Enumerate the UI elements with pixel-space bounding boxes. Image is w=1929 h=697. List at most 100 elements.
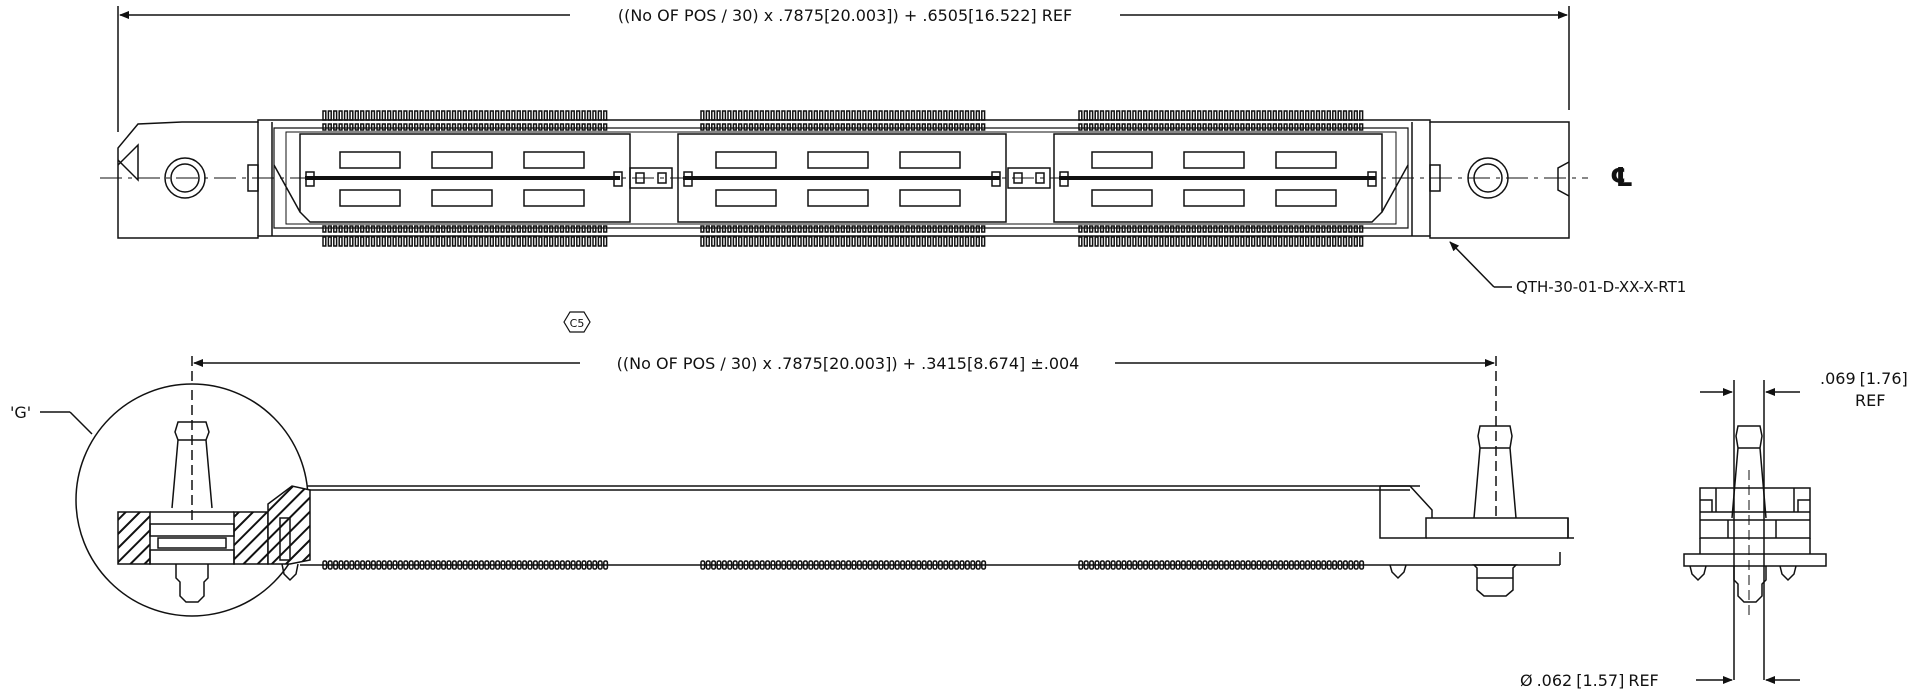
contact-pin <box>1105 236 1110 247</box>
part-number-leader <box>1449 241 1512 288</box>
contact-pin <box>932 236 937 247</box>
contact-pin <box>894 236 899 247</box>
contact-pin <box>1245 236 1250 247</box>
contact-pin <box>1234 225 1240 233</box>
contact-pin <box>451 225 457 233</box>
contact-pin <box>738 225 743 233</box>
contact-pin <box>840 110 845 121</box>
contact-pin <box>1213 123 1218 131</box>
contact-pin <box>1105 123 1110 131</box>
contact-pin <box>1202 123 1207 131</box>
contact-pin <box>1164 110 1169 121</box>
contact-pin <box>981 236 986 247</box>
contact-pin <box>862 225 867 233</box>
contact-pin <box>1180 225 1186 233</box>
contact-pin <box>1159 110 1164 121</box>
contact-pin <box>1256 236 1261 247</box>
contact-pin <box>765 236 770 247</box>
contact-pin <box>1207 110 1213 121</box>
contact-pin <box>862 123 867 131</box>
contact-pin <box>1348 123 1353 131</box>
contact-pin <box>403 123 408 131</box>
contact-pin <box>397 236 403 247</box>
contact-pin <box>905 236 910 247</box>
contact-pin <box>1224 225 1229 233</box>
contact-pin <box>959 236 964 247</box>
contact-pin <box>1078 110 1083 121</box>
contact-pin <box>592 123 597 131</box>
contact-pin <box>954 123 959 131</box>
contact-pin <box>813 110 818 121</box>
contact-pin <box>581 236 586 247</box>
contact-pin <box>1175 236 1180 247</box>
top-view <box>100 6 1588 247</box>
contact-pin <box>414 236 419 247</box>
part-number-label: QTH-30-01-D-XX-X-RT1 <box>1516 278 1686 296</box>
contact-pin <box>1186 123 1191 131</box>
contact-pin <box>900 236 905 247</box>
contact-pin <box>1332 110 1337 121</box>
contact-pin <box>802 236 808 247</box>
contact-pin <box>959 123 964 131</box>
contact-pin <box>1170 110 1175 121</box>
contact-pin <box>343 123 349 131</box>
contact-pin <box>1288 123 1294 131</box>
contact-pin <box>349 123 354 131</box>
contact-pin <box>792 236 797 247</box>
contact-pin <box>770 110 775 121</box>
contact-pin <box>576 225 581 233</box>
contact-pin <box>846 225 851 233</box>
side-view <box>191 356 1574 597</box>
contact-pin <box>1326 123 1331 131</box>
contact-pin <box>1137 236 1142 247</box>
contact-pin <box>446 123 451 131</box>
contact-pin <box>333 225 338 233</box>
contact-pin <box>1132 225 1137 233</box>
contact-pin <box>851 225 856 233</box>
contact-pin <box>408 123 413 131</box>
contact-pin <box>840 123 845 131</box>
contact-pin <box>484 236 489 247</box>
contact-pin <box>414 225 419 233</box>
contact-pin <box>835 225 840 233</box>
contact-pin <box>921 123 926 131</box>
contact-pin <box>878 225 883 233</box>
contact-pin <box>1359 225 1364 233</box>
contact-pin <box>559 225 565 233</box>
contact-pin <box>1126 225 1132 233</box>
contact-pin <box>376 225 381 233</box>
contact-pin <box>370 123 376 131</box>
contact-pin <box>981 225 986 233</box>
contact-pin <box>721 225 727 233</box>
contact-pin <box>532 123 538 131</box>
contact-pin <box>392 123 397 131</box>
contact-pin <box>414 110 419 121</box>
contact-pin <box>365 225 370 233</box>
contact-pin <box>365 110 370 121</box>
contact-pin <box>927 236 932 247</box>
contact-pin <box>721 236 727 247</box>
contact-pin <box>424 225 430 233</box>
contact-pin <box>1089 110 1094 121</box>
contact-pin <box>738 236 743 247</box>
contact-pin <box>1315 123 1321 131</box>
pin-diameter-label: Ø.062[1.57]REF <box>1520 671 1659 690</box>
contact-pin <box>1175 123 1180 131</box>
contact-pin <box>468 110 473 121</box>
contact-pin <box>430 225 435 233</box>
contact-pin <box>543 236 548 247</box>
contact-pin <box>1272 123 1277 131</box>
contact-pin <box>381 236 386 247</box>
contact-pin <box>824 225 829 233</box>
contact-pin <box>1083 110 1088 121</box>
contact-pin <box>338 110 343 121</box>
contact-pin <box>748 123 754 131</box>
contact-pin <box>1164 236 1169 247</box>
contact-pin <box>1197 225 1202 233</box>
contact-pin <box>1224 110 1229 121</box>
svg-text:C5: C5 <box>570 317 585 330</box>
contact-pin <box>532 236 538 247</box>
contact-pin <box>905 110 910 121</box>
contact-pin <box>327 225 332 233</box>
contact-pin <box>1305 236 1310 247</box>
